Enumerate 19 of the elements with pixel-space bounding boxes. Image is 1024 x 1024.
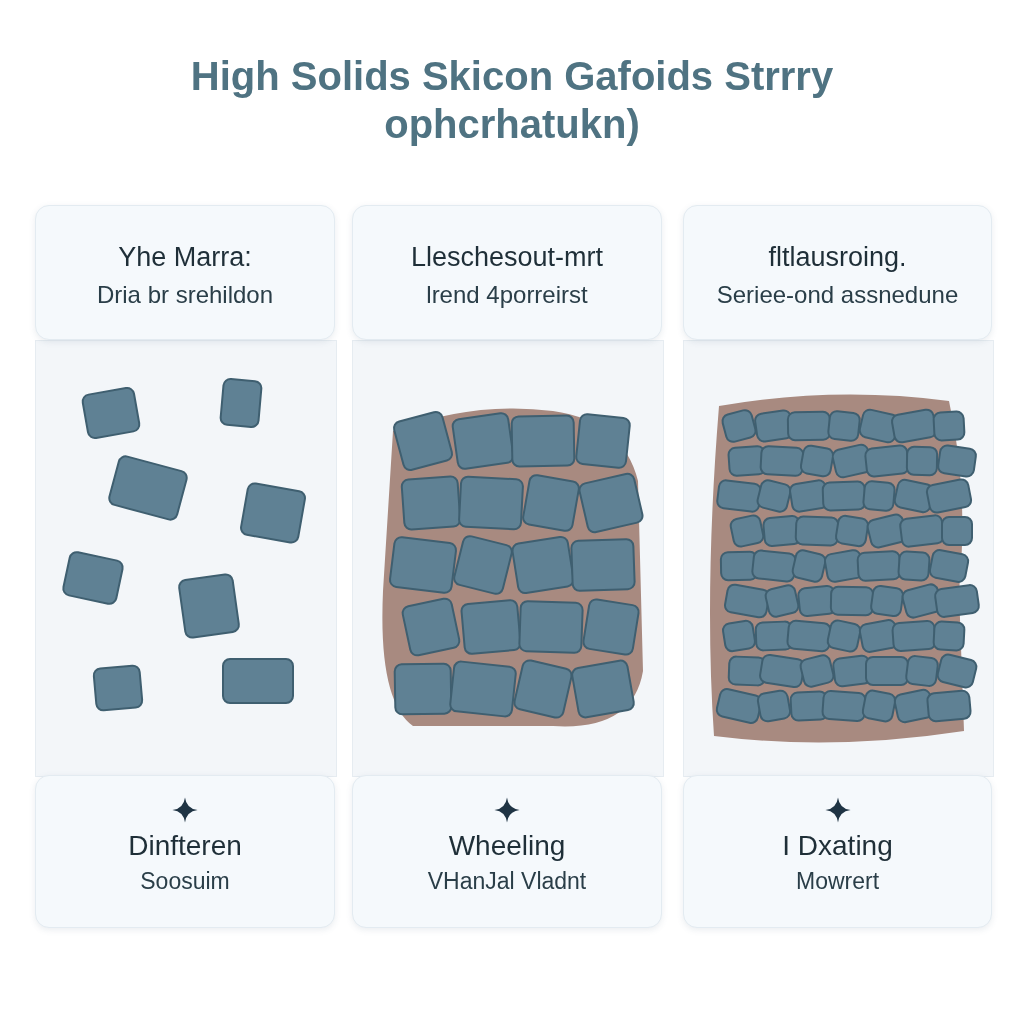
- card-subtitle: Seriee-ond assnedune: [715, 281, 960, 309]
- header-card: [35, 205, 335, 340]
- card-heading: I Dxating: [781, 830, 894, 862]
- card-heading: Lleschesout-mrt: [409, 242, 605, 273]
- result-card: [683, 775, 992, 928]
- card-subtitle: Mowrert: [794, 868, 881, 895]
- card-subtitle: Soosuim: [139, 868, 231, 895]
- card-heading: Dinfteren: [127, 830, 243, 862]
- header-card: [683, 205, 992, 340]
- title: High Solids Skicon Gafoids Strrry ophcrhatukn): [189, 53, 835, 148]
- card-heading: Wheeling: [447, 830, 567, 862]
- card-heading: fltlausroing.: [767, 242, 908, 273]
- card-subtitle: VHanJal Vladnt: [426, 868, 588, 895]
- result-card: [35, 775, 335, 928]
- result-card: [352, 775, 662, 928]
- card-heading: Yhe Marra:: [117, 242, 253, 273]
- card-subtitle: Dria br srehildon: [95, 281, 275, 309]
- card-subtitle: lrend 4porreirst: [425, 281, 589, 309]
- header-card: [352, 205, 662, 340]
